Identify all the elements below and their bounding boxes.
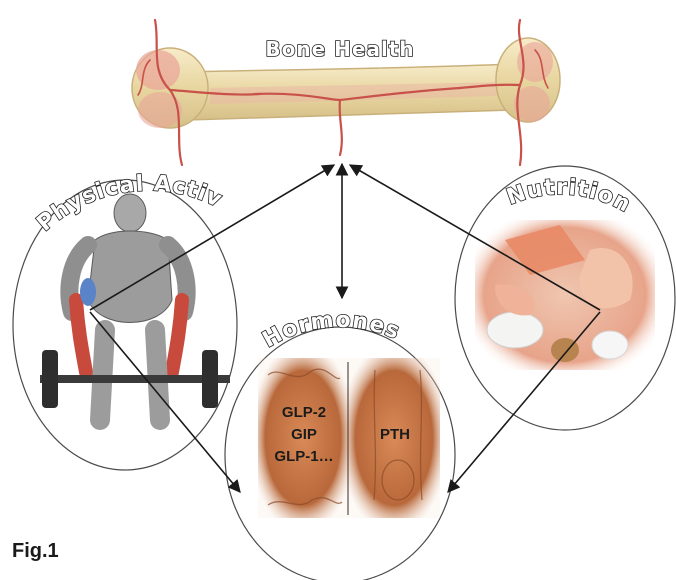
bone-health-title: Bone Health bbox=[265, 37, 414, 61]
food-illustration bbox=[475, 220, 655, 370]
hormone-gip: GIP bbox=[268, 424, 340, 446]
node-nutrition bbox=[455, 166, 675, 430]
hormone-pth: PTH bbox=[355, 424, 435, 446]
hormone-list-left: GLP-2 GIP GLP-1… bbox=[268, 402, 340, 468]
hormone-glp2: GLP-2 bbox=[268, 402, 340, 424]
hormone-list-right: PTH bbox=[355, 424, 435, 446]
hormone-glp1: GLP-1… bbox=[268, 446, 340, 468]
node-hormones bbox=[225, 327, 455, 580]
figure-label: Fig.1 bbox=[12, 540, 59, 563]
